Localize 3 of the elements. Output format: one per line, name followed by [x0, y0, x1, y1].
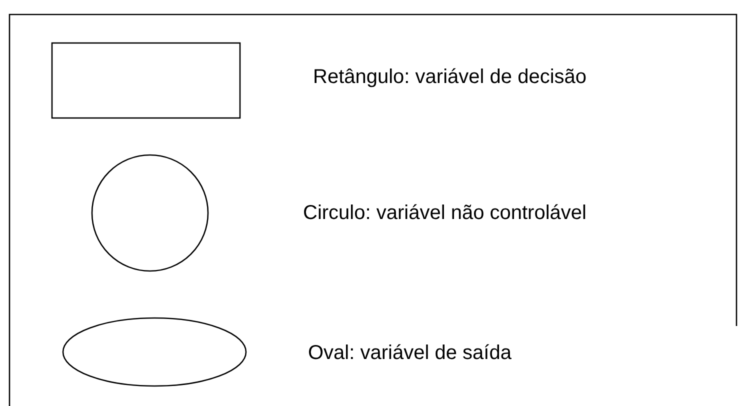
legend-description: Circulo: variável não controlável — [303, 202, 586, 225]
legend-description: Retângulo: variável de decisão — [313, 66, 587, 89]
legend-description: Oval: variável de saída — [308, 342, 512, 365]
